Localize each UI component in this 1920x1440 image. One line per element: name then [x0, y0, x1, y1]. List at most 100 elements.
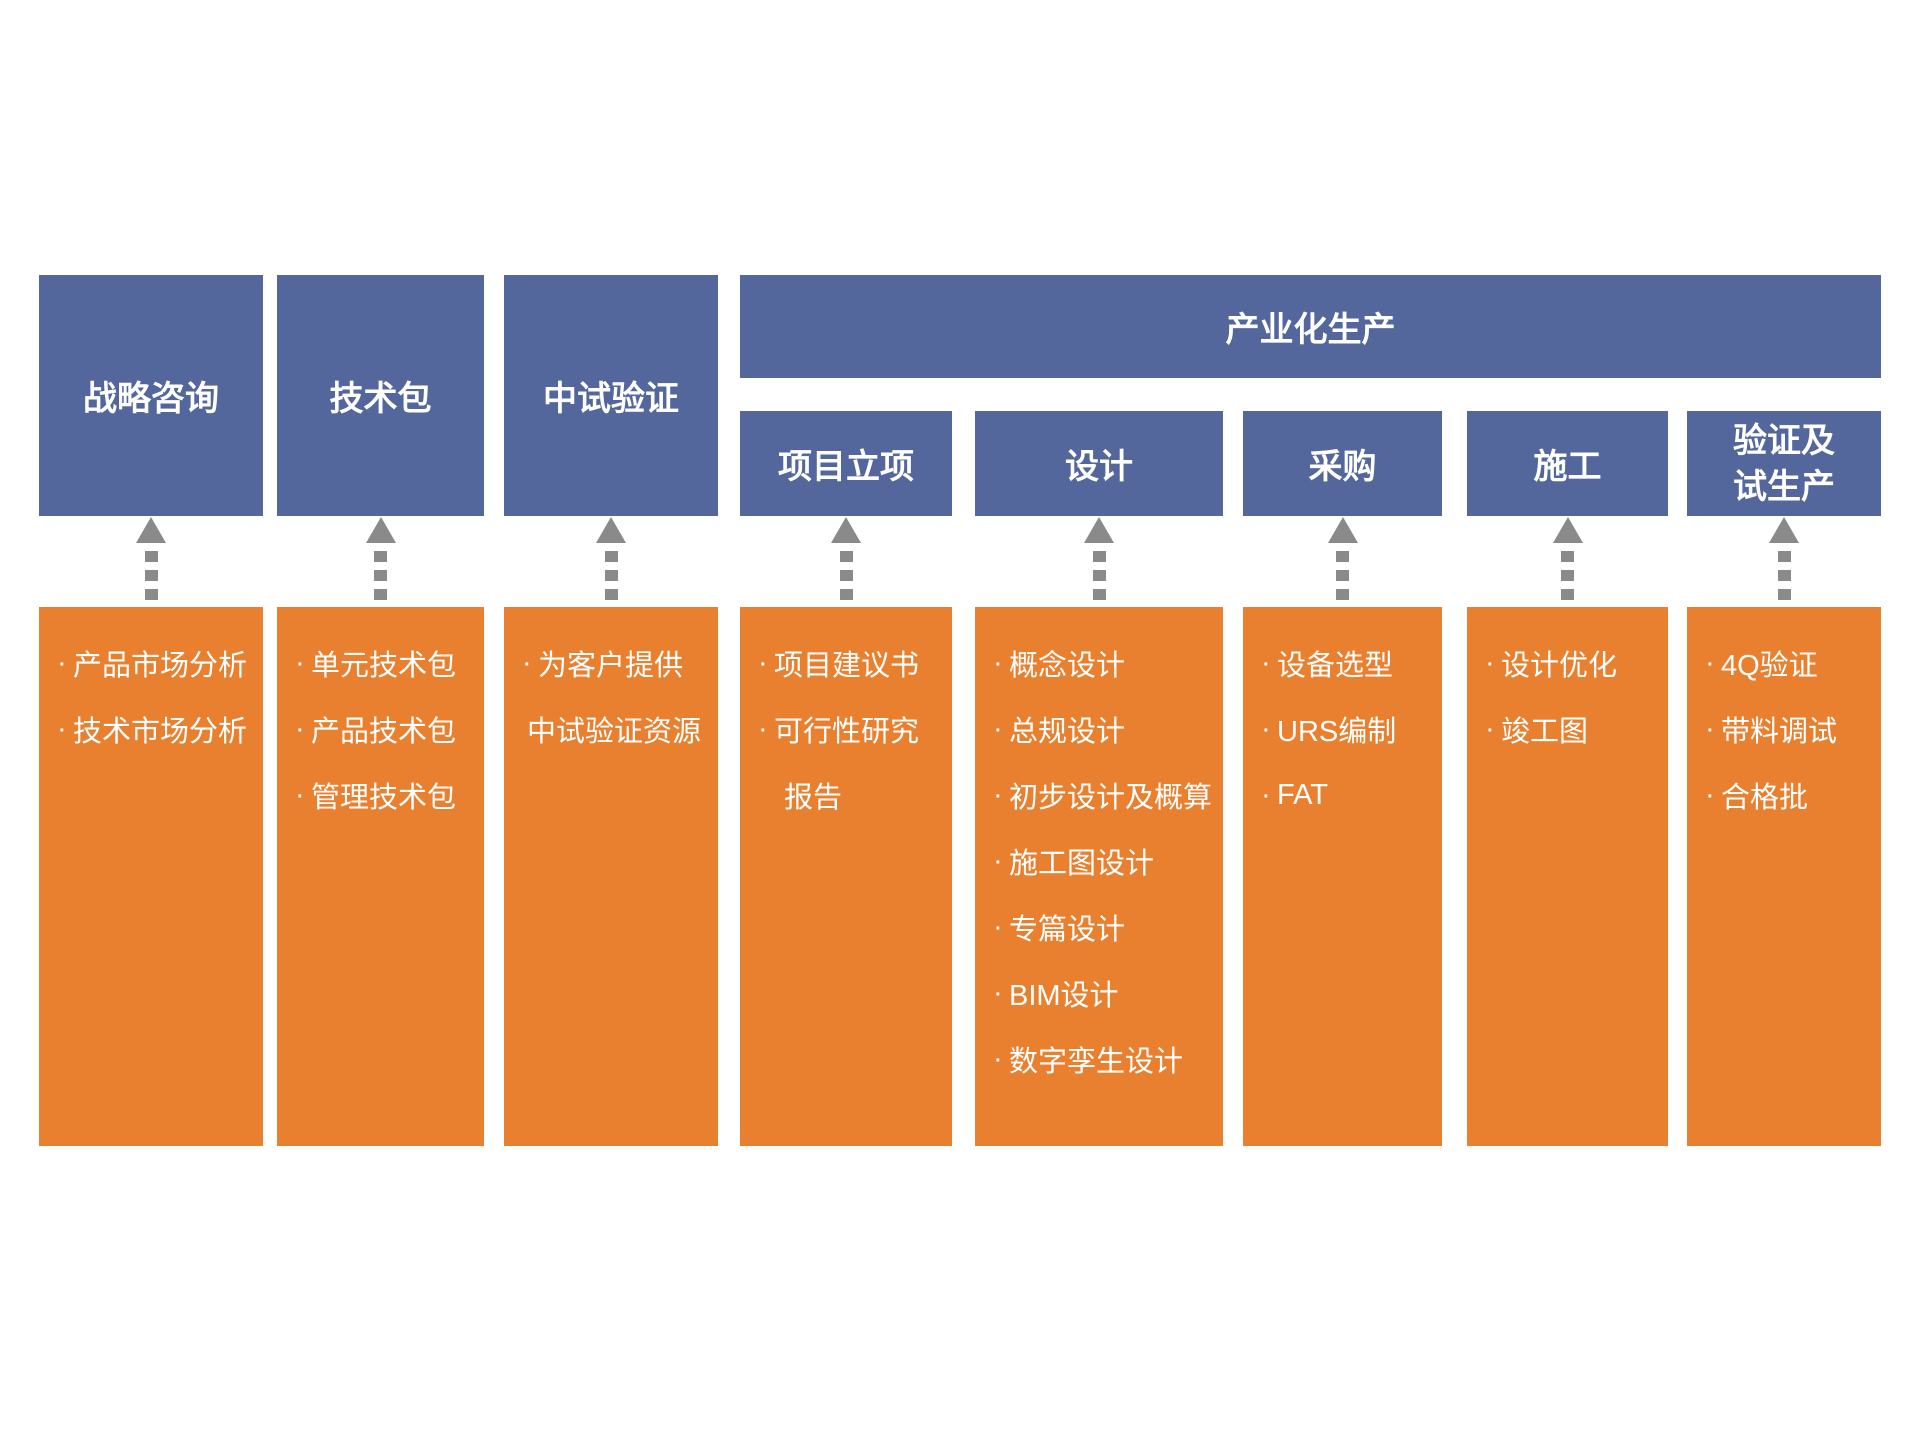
- arrow-dash: [374, 589, 387, 600]
- bullet-dot: ·: [993, 778, 1003, 811]
- column-construction: 施工 ·设计优化 ·竣工图: [1467, 0, 1668, 1146]
- list-item-label: 可行性研究: [774, 716, 920, 748]
- list-item-label: 数字孪生设计: [1009, 1046, 1184, 1078]
- up-arrow-procurement: [1327, 517, 1358, 600]
- arrow-dash: [1777, 589, 1791, 600]
- list-item-label: 竣工图: [1501, 716, 1589, 748]
- up-arrow-project-initiation: [831, 517, 861, 600]
- header-construction: 施工: [1467, 411, 1668, 516]
- list-item: ·可行性研究: [740, 696, 952, 762]
- list-item-label: 管理技术包: [311, 782, 457, 814]
- list-item-label: FAT: [1277, 778, 1329, 811]
- list-item-continuation: 报告: [740, 762, 952, 828]
- arrow-head-icon: [1084, 517, 1114, 543]
- arrow-dash: [604, 589, 618, 600]
- list-item-label: 报告: [784, 782, 843, 814]
- column-design: 设计 ·概念设计 ·总规设计 ·初步设计及概算 ·施工图设计 ·专篇设计 ·BI…: [975, 0, 1223, 1146]
- bullet-dot: ·: [1261, 646, 1271, 679]
- bullet-dot: ·: [993, 712, 1003, 745]
- list-item-label: 带料调试: [1721, 716, 1838, 748]
- header-label: 项目立项: [778, 448, 914, 486]
- list-item-label: 产品市场分析: [73, 650, 248, 682]
- up-arrow-verification-trial-production: [1769, 517, 1799, 600]
- details-verification-trial-production: ·4Q验证 ·带料调试 ·合格批: [1687, 607, 1881, 1146]
- banner-label: 产业化生产: [1225, 311, 1396, 349]
- arrow-head-icon: [831, 517, 861, 543]
- up-arrow-strategy-consulting: [136, 517, 166, 600]
- bullet-dot: ·: [993, 1042, 1003, 1075]
- list-item: ·单元技术包: [277, 630, 484, 696]
- up-arrow-design: [1084, 517, 1114, 600]
- up-arrow-construction: [1552, 517, 1583, 600]
- list-item: ·管理技术包: [277, 762, 484, 828]
- bullet-dot: ·: [993, 844, 1003, 877]
- arrow-dash: [839, 551, 853, 562]
- list-item-label: 中试验证资源: [527, 716, 702, 748]
- details-procurement: ·设备选型 ·URS编制 ·FAT: [1243, 607, 1442, 1146]
- arrow-dash: [604, 570, 618, 581]
- arrow-dash: [144, 551, 158, 562]
- list-item: ·URS编制: [1243, 696, 1442, 762]
- up-arrow-tech-package: [365, 517, 396, 600]
- list-item: ·概念设计: [975, 630, 1223, 696]
- list-item-label: 概念设计: [1009, 650, 1126, 682]
- arrow-head-icon: [1769, 517, 1799, 543]
- bullet-dot: ·: [1705, 778, 1715, 811]
- list-item-label: 设备选型: [1277, 650, 1394, 682]
- bullet-dot: ·: [57, 712, 67, 745]
- arrow-dash: [374, 551, 387, 562]
- arrow-dash: [1777, 570, 1791, 581]
- details-design: ·概念设计 ·总规设计 ·初步设计及概算 ·施工图设计 ·专篇设计 ·BIM设计…: [975, 607, 1223, 1146]
- list-item: ·BIM设计: [975, 960, 1223, 1026]
- arrow-dash: [1561, 570, 1574, 581]
- list-item: ·为客户提供: [504, 630, 718, 696]
- arrow-dash: [1561, 589, 1574, 600]
- header-label: 战略咨询: [83, 380, 219, 418]
- bullet-dot: ·: [758, 646, 768, 679]
- header-label: 施工: [1533, 448, 1602, 486]
- bullet-dot: ·: [993, 910, 1003, 943]
- bullet-dot: ·: [993, 976, 1003, 1009]
- details-pilot-verification: ·为客户提供 中试验证资源: [504, 607, 718, 1146]
- header-label: 采购: [1308, 448, 1377, 486]
- details-strategy-consulting: ·产品市场分析 ·技术市场分析: [39, 607, 263, 1146]
- details-tech-package: ·单元技术包 ·产品技术包 ·管理技术包: [277, 607, 484, 1146]
- details-project-initiation: ·项目建议书 ·可行性研究 报告: [740, 607, 952, 1146]
- list-item-label: 合格批: [1721, 782, 1809, 814]
- bullet-dot: ·: [295, 778, 305, 811]
- arrow-head-icon: [136, 517, 166, 543]
- header-design: 设计: [975, 411, 1223, 516]
- arrow-dash: [1092, 551, 1106, 562]
- list-item-label: 为客户提供: [538, 650, 684, 682]
- bullet-dot: ·: [522, 646, 532, 679]
- list-item: ·数字孪生设计: [975, 1026, 1223, 1092]
- list-item: ·施工图设计: [975, 828, 1223, 894]
- column-pilot-verification: 中试验证 ·为客户提供 中试验证资源: [504, 0, 718, 1146]
- header-label: 中试验证: [543, 380, 679, 418]
- list-item: ·设备选型: [1243, 630, 1442, 696]
- list-item-label: URS编制: [1277, 716, 1397, 748]
- bullet-dot: ·: [57, 646, 67, 679]
- list-item: ·合格批: [1687, 762, 1881, 828]
- list-item-label: 技术市场分析: [73, 716, 248, 748]
- list-item: ·FAT: [1243, 762, 1442, 828]
- bullet-dot: ·: [993, 646, 1003, 679]
- up-arrow-pilot-verification: [596, 517, 626, 600]
- header-tech-package: 技术包: [277, 275, 484, 516]
- column-project-initiation: 项目立项 ·项目建议书 ·可行性研究 报告: [740, 0, 952, 1146]
- column-strategy-consulting: 战略咨询 ·产品市场分析 ·技术市场分析: [39, 0, 263, 1146]
- details-construction: ·设计优化 ·竣工图: [1467, 607, 1668, 1146]
- arrow-dash: [839, 570, 853, 581]
- list-item-label: 4Q验证: [1721, 650, 1818, 682]
- banner-industrial-production: 产业化生产: [740, 275, 1881, 378]
- list-item-label: 初步设计及概算: [1009, 782, 1213, 814]
- arrow-head-icon: [596, 517, 626, 543]
- arrow-head-icon: [365, 517, 396, 543]
- bullet-dot: ·: [1705, 646, 1715, 679]
- list-item: ·产品技术包: [277, 696, 484, 762]
- list-item: ·4Q验证: [1687, 630, 1881, 696]
- arrow-dash: [1092, 589, 1106, 600]
- arrow-head-icon: [1327, 517, 1358, 543]
- header-label-line1: 验证及: [1733, 421, 1835, 460]
